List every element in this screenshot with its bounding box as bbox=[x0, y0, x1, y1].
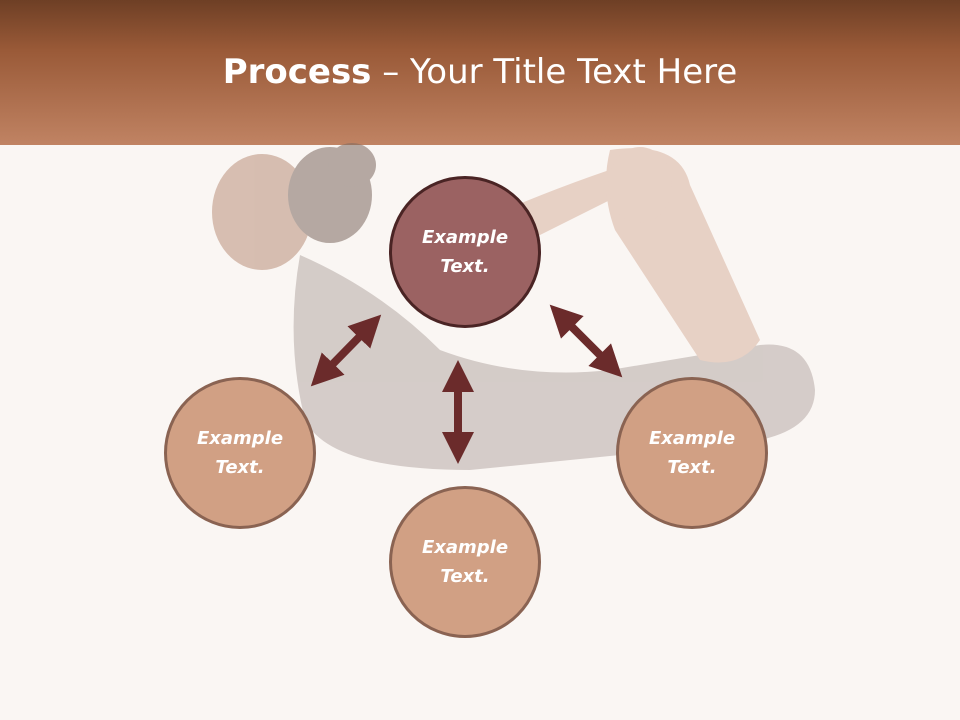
arrow-center-left bbox=[310, 314, 382, 387]
step-left-circle: Example Text. bbox=[164, 377, 316, 529]
step-bottom-circle: Example Text. bbox=[389, 486, 541, 638]
arrow-center-right bbox=[549, 304, 623, 378]
slide-title: Process – Your Title Text Here bbox=[0, 52, 960, 92]
step-right-circle: Example Text. bbox=[616, 377, 768, 529]
title-banner bbox=[0, 0, 960, 145]
title-rest: – Your Title Text Here bbox=[371, 52, 738, 92]
step-center-circle: Example Text. bbox=[389, 176, 541, 328]
step-left-label: Example Text. bbox=[196, 428, 284, 478]
step-right-label: Example Text. bbox=[648, 428, 736, 478]
title-bold: Process bbox=[222, 52, 372, 92]
step-bottom-label: Example Text. bbox=[421, 537, 509, 587]
step-center-label: Example Text. bbox=[421, 227, 509, 277]
